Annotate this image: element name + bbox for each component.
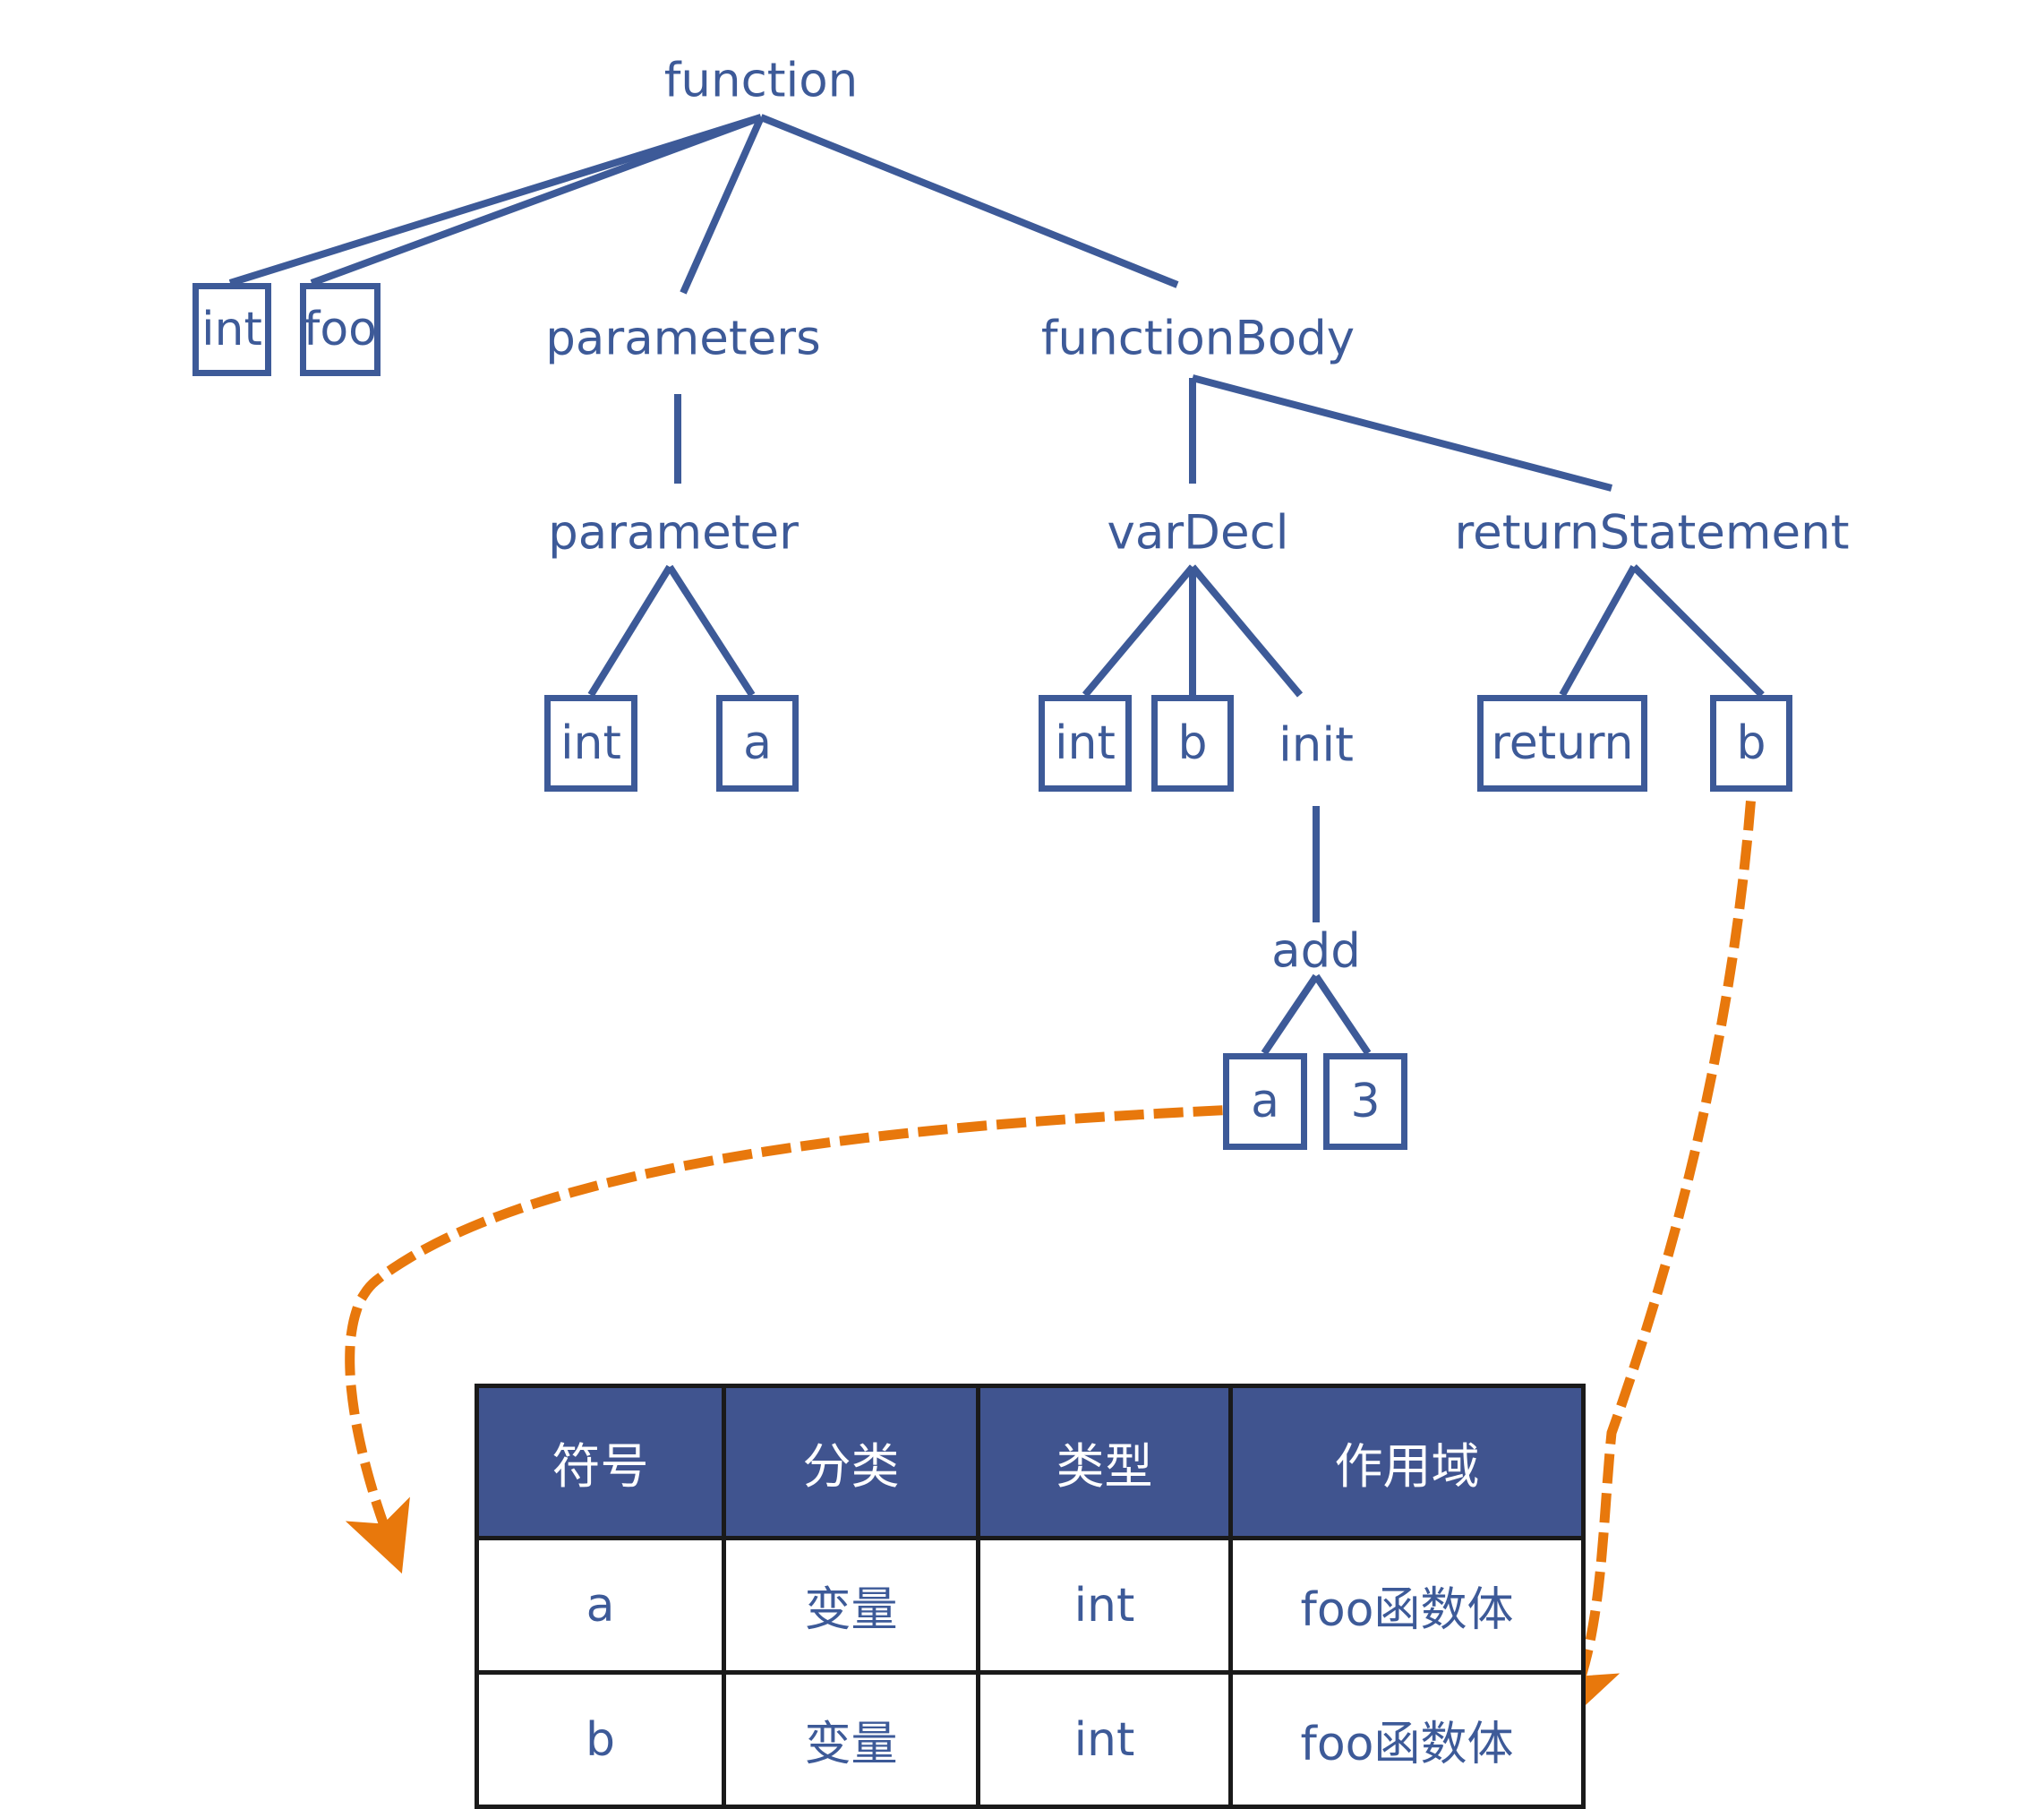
cell-symbol: b — [475, 1670, 726, 1809]
edge-vardecl-int — [1082, 564, 1196, 698]
node-foo-identifier[interactable]: foo — [300, 283, 381, 376]
column-header-category: 分类 — [722, 1384, 980, 1540]
node-param-name-a[interactable]: a — [716, 695, 799, 792]
edge-parameter-a — [666, 564, 756, 698]
table-row: a 变量 int foo函数体 — [475, 1536, 1586, 1675]
node-return-value-b[interactable]: b — [1710, 695, 1792, 792]
edge-function-parameters — [680, 116, 765, 295]
node-functionbody[interactable]: functionBody — [1040, 311, 1356, 366]
edge-function-functionbody — [759, 114, 1179, 288]
edge-function-foo — [310, 114, 763, 287]
edge-parameter-int — [587, 564, 673, 698]
symbol-table: 符号 分类 类型 作用域 a 变量 int foo函数体 b 变量 int fo… — [475, 1384, 1586, 1809]
edge-group-root — [228, 114, 1179, 295]
node-return-keyword[interactable]: return — [1477, 695, 1647, 792]
node-vardecl-name-b[interactable]: b — [1151, 695, 1234, 792]
column-header-type: 类型 — [976, 1384, 1233, 1540]
edge-add-3 — [1313, 973, 1372, 1056]
node-parameter[interactable]: parameter — [548, 505, 799, 561]
column-header-symbol: 符号 — [475, 1384, 726, 1540]
edge-vardecl-init — [1189, 564, 1304, 698]
cell-scope: foo函数体 — [1228, 1670, 1586, 1809]
node-parameters[interactable]: parameters — [545, 311, 821, 366]
node-init[interactable]: init — [1279, 717, 1354, 773]
cell-type: int — [976, 1536, 1233, 1675]
node-add-operand-3[interactable]: 3 — [1323, 1053, 1407, 1150]
node-function[interactable]: function — [663, 53, 859, 108]
cell-type: int — [976, 1670, 1233, 1809]
cell-category: 变量 — [722, 1536, 980, 1675]
cell-category: 变量 — [722, 1670, 980, 1809]
node-add-operand-a[interactable]: a — [1223, 1053, 1307, 1150]
node-returnstatement[interactable]: returnStatement — [1454, 505, 1850, 561]
arrow-b-to-symbol-row — [1555, 801, 1756, 1727]
node-add[interactable]: add — [1271, 923, 1361, 979]
edge-function-int — [228, 114, 763, 287]
node-vardecl-type-int[interactable]: int — [1039, 695, 1132, 792]
column-header-scope: 作用域 — [1228, 1384, 1586, 1540]
edge-functionbody-returnstatement — [1191, 374, 1613, 492]
cell-symbol: a — [475, 1536, 726, 1675]
node-int-return-type[interactable]: int — [192, 283, 271, 376]
symbol-table-header-row: 符号 分类 类型 作用域 — [475, 1384, 1586, 1540]
edge-returnstatement-return — [1559, 565, 1638, 697]
node-param-type-int[interactable]: int — [544, 695, 637, 792]
cell-scope: foo函数体 — [1228, 1536, 1586, 1675]
edge-returnstatement-b — [1631, 564, 1765, 698]
node-vardecl[interactable]: varDecl — [1107, 505, 1289, 561]
table-row: b 变量 int foo函数体 — [475, 1670, 1586, 1809]
edge-add-a — [1261, 973, 1320, 1056]
